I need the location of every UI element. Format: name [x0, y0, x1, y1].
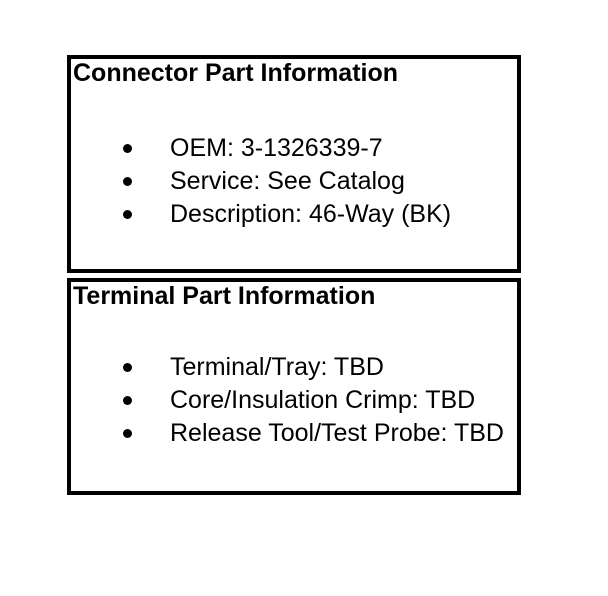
- bullet-icon: [123, 144, 132, 153]
- bullet-icon: [123, 396, 132, 405]
- terminal-tray-text: Terminal/Tray: TBD: [170, 353, 384, 381]
- list-item: Description: 46-Way (BK): [71, 198, 517, 231]
- list-item: Release Tool/Test Probe: TBD: [71, 417, 517, 450]
- connector-part-information-box: Connector Part Information OEM: 3-132633…: [67, 55, 521, 273]
- list-item: Terminal/Tray: TBD: [71, 351, 517, 384]
- list-item: Service: See Catalog: [71, 165, 517, 198]
- bullet-icon: [123, 177, 132, 186]
- description-text: Description: 46-Way (BK): [170, 200, 452, 228]
- release-tool-test-probe-text: Release Tool/Test Probe: TBD: [170, 419, 504, 447]
- service-part-text: Service: See Catalog: [170, 167, 405, 195]
- terminal-bullet-list: Terminal/Tray: TBD Core/Insulation Crimp…: [71, 351, 517, 450]
- oem-part-number-text: OEM: 3-1326339-7: [170, 134, 383, 162]
- bullet-icon: [123, 210, 132, 219]
- core-insulation-crimp-text: Core/Insulation Crimp: TBD: [170, 386, 476, 414]
- terminal-section-title: Terminal Part Information: [73, 282, 376, 310]
- connector-section-title: Connector Part Information: [73, 59, 399, 87]
- connector-bullet-list: OEM: 3-1326339-7 Service: See Catalog De…: [71, 132, 517, 231]
- bullet-icon: [123, 363, 132, 372]
- list-item: OEM: 3-1326339-7: [71, 132, 517, 165]
- bullet-icon: [123, 429, 132, 438]
- terminal-part-information-box: Terminal Part Information Terminal/Tray:…: [67, 278, 521, 495]
- list-item: Core/Insulation Crimp: TBD: [71, 384, 517, 417]
